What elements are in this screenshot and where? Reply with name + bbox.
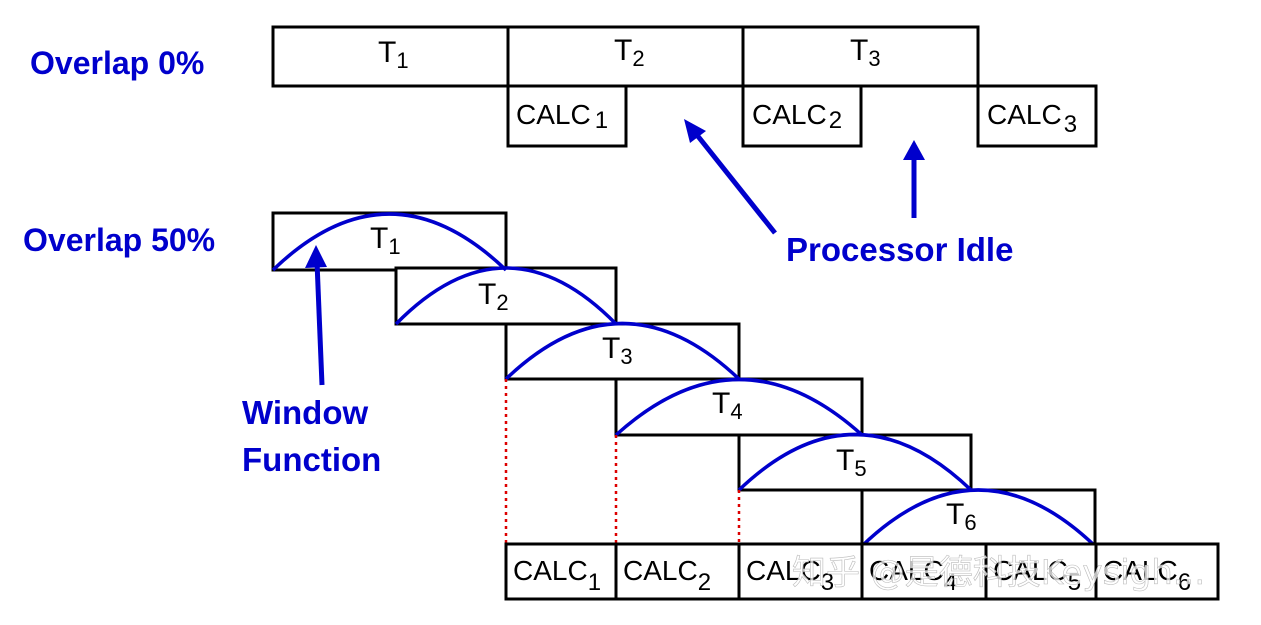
overlap0-calc-1 bbox=[506, 84, 628, 148]
overlap50-frame-2-label: T2 bbox=[478, 278, 509, 315]
window-arc-1 bbox=[271, 212, 508, 272]
overlap50-frame-6-label: T6 bbox=[946, 498, 977, 535]
overlap50-calc-6 bbox=[1094, 542, 1220, 601]
overlap0-frame-2-label: T2 bbox=[614, 34, 645, 71]
overlap50-frame-3-label: T3 bbox=[602, 332, 633, 369]
processor-idle-label: Processor Idle bbox=[786, 231, 1013, 268]
overlap0-calc-3 bbox=[976, 84, 1098, 148]
overlap50-frame-5-label: T5 bbox=[836, 444, 867, 481]
overlap50-calc-1 bbox=[504, 542, 618, 601]
overlap50-frame-6 bbox=[860, 488, 1097, 548]
window-function-arrow bbox=[314, 261, 325, 386]
overlap50-frame-5 bbox=[737, 433, 973, 492]
overlap50-calc-5 bbox=[984, 542, 1098, 601]
overlap50-calc-3 bbox=[737, 542, 864, 601]
processor-idle-arrow-1 bbox=[691, 128, 777, 235]
window-arc-4 bbox=[614, 377, 864, 437]
processor-idle-arrowhead-1 bbox=[684, 119, 706, 143]
overlap0-frame-1 bbox=[271, 25, 510, 88]
window-function-arrowhead bbox=[305, 245, 327, 268]
overlap0-frame-1-label: T1 bbox=[378, 36, 409, 73]
overlap50-calc-1-label: CALC1 bbox=[513, 555, 601, 596]
window-arc-3 bbox=[504, 321, 741, 381]
window-arc-2 bbox=[394, 266, 618, 326]
overlap50-frame-3 bbox=[504, 322, 741, 381]
overlap0-calc-2 bbox=[741, 84, 863, 148]
overlap0-calc-3-label: CALC3 bbox=[987, 99, 1077, 138]
overlap50-calc-6-label: CALC6 bbox=[1103, 555, 1191, 596]
overlap-50-label: Overlap 50% bbox=[23, 222, 215, 258]
overlap50-calc-4-label: CALC4 bbox=[869, 555, 957, 596]
window-arc-5 bbox=[737, 432, 973, 492]
overlap0-frame-3-label: T3 bbox=[850, 34, 881, 71]
overlap0-frame-2 bbox=[506, 25, 745, 88]
overlap50-frame-4-label: T4 bbox=[712, 387, 743, 424]
window-function-label-line2: Function bbox=[242, 441, 381, 478]
overlap-0-label: Overlap 0% bbox=[30, 45, 204, 81]
overlap50-calc-4 bbox=[860, 542, 988, 601]
overlap50-calc-5-label: CALC5 bbox=[993, 555, 1081, 596]
overlap50-calc-3-label: CALC3 bbox=[746, 555, 834, 596]
overlap50-frame-1-label: T1 bbox=[370, 222, 401, 259]
window-arc-6 bbox=[860, 488, 1097, 548]
watermark-text: 知乎 @是德科技Keysigh... bbox=[792, 553, 1205, 593]
window-function-label-line1: Window bbox=[242, 394, 368, 431]
overlap50-calc-2-label: CALC2 bbox=[623, 555, 711, 596]
overlap0-calc-2-label: CALC2 bbox=[752, 99, 842, 134]
processor-idle-arrowhead-2 bbox=[903, 140, 925, 160]
